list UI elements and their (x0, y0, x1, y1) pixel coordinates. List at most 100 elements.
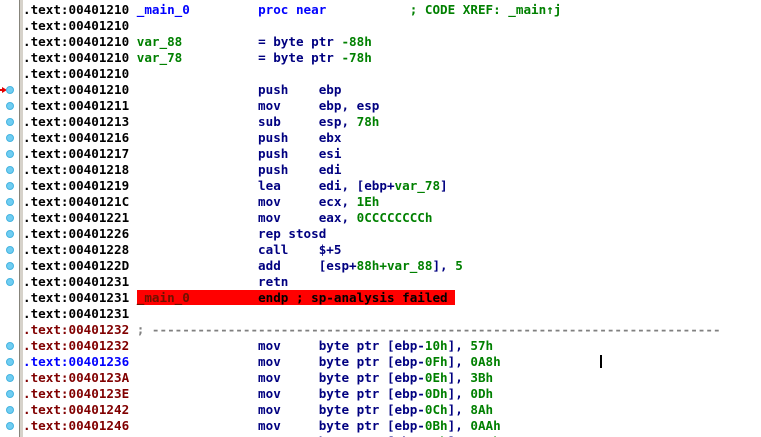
asm-token: .text:00401211 (23, 98, 259, 113)
asm-token: 0B8h (470, 434, 500, 437)
asm-token: 0Ch (424, 402, 448, 417)
asm-token: mov byte ptr [ebp- (258, 418, 425, 433)
asm-text: .text:00401218 push edi (23, 162, 341, 178)
asm-line[interactable]: .text:00401242 mov byte ptr [ebp-0Ch], 8… (0, 402, 761, 418)
asm-token: .text:0040123A (23, 370, 259, 385)
asm-token: mov ecx, (258, 194, 357, 209)
asm-text: .text:00401210 push ebp (23, 82, 341, 98)
asm-token: var_88 (136, 34, 259, 49)
asm-token: sub esp, (258, 114, 357, 129)
code-dot-icon (6, 166, 14, 174)
flow-arrow-tail (0, 89, 3, 91)
gutter-divider (19, 0, 20, 437)
asm-token: var_78 (136, 50, 259, 65)
asm-line[interactable]: .text:00401210 (0, 66, 761, 82)
asm-token: .text:00401213 (23, 114, 259, 129)
asm-line[interactable]: .text:00401228 call $+5 (0, 242, 761, 258)
code-dot-icon (6, 262, 14, 270)
asm-token: .text:00401231 (23, 306, 130, 321)
asm-line[interactable]: .text:00401210 (0, 18, 761, 34)
asm-text: .text:00401217 push esi (23, 146, 341, 162)
asm-text: .text:00401211 mov ebp, esp (23, 98, 379, 114)
code-dot-icon (6, 422, 14, 430)
code-dot-icon (6, 230, 14, 238)
asm-line[interactable]: .text:00401221 mov eax, 0CCCCCCCCh (0, 210, 761, 226)
asm-token: 8Ah (470, 402, 494, 417)
asm-line[interactable]: .text:00401246 mov byte ptr [ebp-0Bh], 0… (0, 418, 761, 434)
asm-text: .text:00401231 _main_0 endp ; sp-analysi… (23, 290, 456, 306)
asm-line[interactable]: .text:00401236 mov byte ptr [ebp-0Fh], 0… (0, 354, 761, 370)
asm-text: .text:0040123E mov byte ptr [ebp-0Dh], 0… (23, 386, 493, 402)
asm-line[interactable]: .text:00401219 lea edi, [ebp+var_78] (0, 178, 761, 194)
asm-line[interactable]: .text:00401210 var_88 = byte ptr -88h (0, 34, 761, 50)
asm-text: .text:00401232 ; -----------------------… (23, 322, 721, 338)
asm-line[interactable]: .text:00401217 push esi (0, 146, 761, 162)
asm-line[interactable]: .text:00401216 push ebx (0, 130, 761, 146)
asm-token: .text:00401210 (23, 2, 137, 17)
asm-line[interactable]: .text:00401231 retn (0, 274, 761, 290)
asm-text: .text:00401210 (23, 66, 129, 82)
asm-token: 0AAh (470, 418, 501, 433)
asm-line[interactable]: .text:00401211 mov ebp, esp (0, 98, 761, 114)
asm-line[interactable]: .text:0040124A mov byte ptr [ebp-0Ah], 0… (0, 434, 761, 437)
asm-token: push esi (258, 146, 342, 161)
asm-line[interactable]: .text:00401213 sub esp, 78h (0, 114, 761, 130)
asm-token: 0A8h (470, 354, 501, 369)
asm-token: 3Bh (470, 370, 494, 385)
asm-line[interactable]: .text:0040123A mov byte ptr [ebp-0Eh], 3… (0, 370, 761, 386)
code-dot-icon (6, 246, 14, 254)
code-dot-icon (6, 198, 14, 206)
asm-token: ; CODE XREF: _main↑j (409, 2, 562, 17)
asm-token: .text:00401217 (23, 146, 259, 161)
asm-line[interactable]: .text:00401218 push edi (0, 162, 761, 178)
asm-token: 0Bh (424, 418, 448, 433)
asm-text: .text:00401236 mov byte ptr [ebp-0Fh], 0… (23, 354, 501, 370)
asm-text: .text:0040124A mov byte ptr [ebp-0Ah], 0… (23, 434, 501, 437)
asm-line[interactable]: .text:00401210 _main_0 proc near ; CODE … (0, 2, 761, 18)
asm-token: .text:00401242 (23, 402, 259, 417)
asm-token: rep stosd (258, 226, 327, 241)
asm-line[interactable]: .text:00401210 push ebp (0, 82, 761, 98)
asm-token: 0Fh (424, 354, 448, 369)
asm-token: call $+5 (258, 242, 342, 257)
asm-token: 0Dh (424, 386, 448, 401)
asm-line[interactable]: .text:00401226 rep stosd (0, 226, 761, 242)
asm-token: = byte ptr (258, 50, 342, 65)
asm-token: -88h (341, 34, 372, 49)
asm-token: .text:00401210 (23, 82, 259, 97)
code-dot-icon (6, 374, 14, 382)
asm-token: 88h+var_88 (356, 258, 433, 273)
text-caret (600, 355, 602, 368)
asm-token: 0Dh (470, 386, 494, 401)
asm-token: .text:00401210 (23, 66, 130, 81)
asm-token: ], (447, 370, 471, 385)
asm-token: .text:00401221 (23, 210, 259, 225)
asm-token: 1Eh (356, 194, 380, 209)
asm-line[interactable]: .text:0040122D add [esp+88h+var_88], 5 (0, 258, 761, 274)
asm-text: .text:00401228 call $+5 (23, 242, 341, 258)
asm-token: .text:00401218 (23, 162, 259, 177)
asm-token: mov byte ptr [ebp- (258, 370, 425, 385)
asm-text: .text:00401226 rep stosd (23, 226, 326, 242)
asm-token: add [esp+ (258, 258, 357, 273)
asm-token: .text:00401232 (23, 338, 259, 353)
asm-line[interactable]: .text:00401231 _main_0 endp ; sp-analysi… (0, 290, 761, 306)
asm-token: = byte ptr (258, 34, 342, 49)
asm-line[interactable]: .text:0040121C mov ecx, 1Eh (0, 194, 761, 210)
asm-token: .text:0040121C (23, 194, 259, 209)
flow-arrow-icon (2, 87, 7, 93)
code-dot-icon (6, 390, 14, 398)
asm-line[interactable]: .text:00401232 mov byte ptr [ebp-10h], 5… (0, 338, 761, 354)
asm-line[interactable]: .text:00401231 (0, 306, 761, 322)
asm-text: .text:00401231 retn (23, 274, 288, 290)
code-dot-icon (6, 406, 14, 414)
asm-line[interactable]: .text:00401210 var_78 = byte ptr -78h (0, 50, 761, 66)
asm-token: -78h (341, 50, 372, 65)
asm-line[interactable]: .text:0040123E mov byte ptr [ebp-0Dh], 0… (0, 386, 761, 402)
asm-token: 0Ah (425, 434, 448, 437)
asm-line[interactable]: .text:00401232 ; -----------------------… (0, 322, 761, 338)
asm-highlighted-token: endp ; sp-analysis failed (258, 290, 456, 305)
code-dot-icon (6, 278, 14, 286)
asm-token: push ebp (258, 82, 342, 97)
